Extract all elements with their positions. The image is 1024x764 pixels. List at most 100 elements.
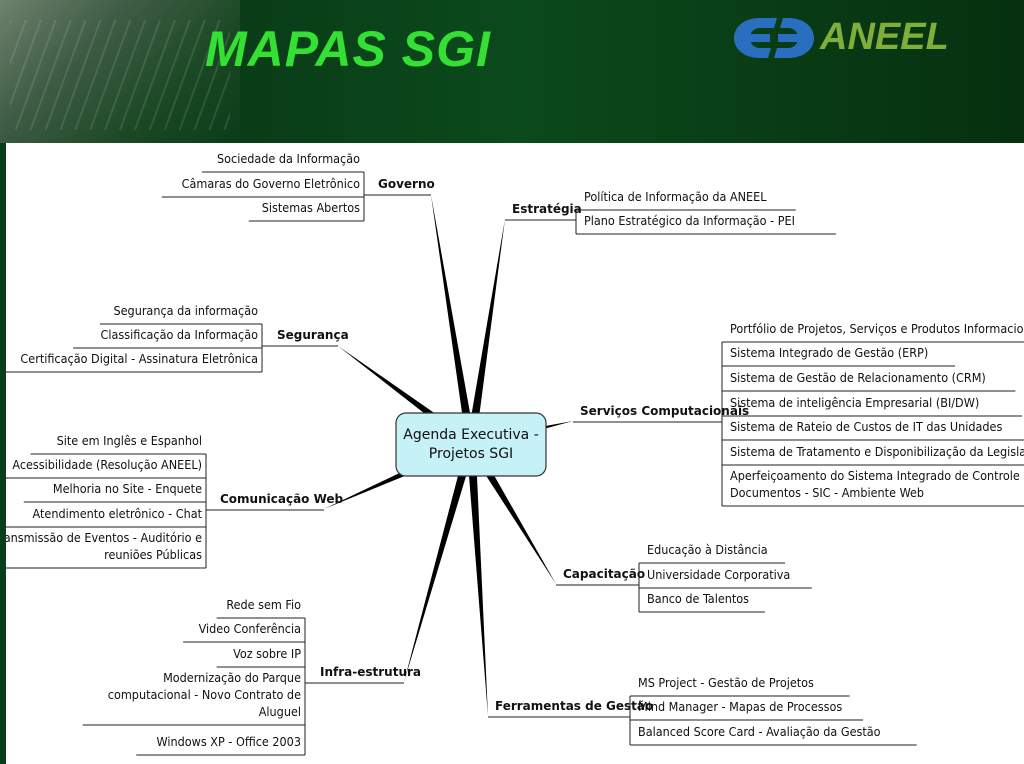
aneel-logo-icon [734,18,814,58]
subtopic-label: Balanced Score Card - Avaliação da Gestã… [638,724,881,739]
mind-map: Agenda Executiva - Projetos SGI Governo Soc… [6,151,1024,756]
subtopic-label: Sistema de Rateio de Custos de IT das Un… [730,419,1002,434]
subtopic-label: Sistema de inteligência Empresarial (BI/… [730,395,979,410]
subtopic-item: Sistema de Gestão de Relacionamento (CRM… [722,370,1016,392]
subtopic-item: Balanced Score Card - Avaliação da Gestã… [630,724,917,746]
slide-title: MAPAS SGI [205,21,491,77]
subtopic-item: Rede sem Fio [216,597,305,619]
branch-label-governo: Governo [378,177,435,191]
subtopic-label: Windows XP - Office 2003 [157,734,301,749]
subtopic-item: Portfólio de Projetos, Serviços e Produt… [722,321,1024,343]
subtopic-label: Plano Estratégico da Informação - PEI [584,213,795,228]
header-decoration [0,0,240,143]
subtopic-item: Câmaras do Governo Eletrônico [161,176,364,198]
subtopic-label: Documentos - SIC - Ambiente Web [730,485,924,500]
spoke-ferramentas [466,443,488,716]
central-topic-box [395,412,547,477]
subtopic-item: Atendimento eletrônico - Chat [6,506,206,528]
subtopic-label: Melhoria no Site - Enquete [53,481,202,496]
central-topic: Agenda Executiva - Projetos SGI [395,412,547,477]
subtopic-label: Voz sobre IP [233,646,301,661]
subtopic-item: Video Conferência [183,621,305,643]
subtopic-label: Modernização do Parque [163,670,301,685]
logo-text: ANEEL [820,16,949,58]
subtopic-item: Voz sobre IP [216,646,305,668]
subtopic-label: Transmissão de Eventos - Auditório e [6,530,202,545]
subtopic-item: Plano Estratégico da Informação - PEI [576,213,836,235]
spoke-governo [431,195,476,445]
subtopic-item: Site em Inglês e Espanhol [30,433,206,455]
branch-label-servicos: Serviços Computacionais [580,404,749,418]
subtopic-item: Transmissão de Eventos - Auditório e reun… [6,530,206,569]
branch-label-capacitacao: Capacitação [563,567,645,581]
slide-header: MAPAS SGI ANEEL [0,0,1024,143]
subtopic-label: Sistema Integrado de Gestão (ERP) [730,345,928,360]
branch-comunicacao: Comunicação Web Site em Inglês e Espanhol… [6,433,344,569]
left-strip [0,143,6,764]
subtopic-item: Aperfeiçoamento do Sistema Integrado de … [722,468,1024,507]
subtopic-item: Sistema de Tratamento e Disponibilização… [722,444,1024,466]
central-topic-label: Agenda Executiva - [403,427,539,443]
subtopic-label: Educação à Distância [647,542,768,557]
subtopic-label: Sistema de Gestão de Relacionamento (CRM… [730,370,986,385]
subtopic-item: Política de Informação da ANEEL [576,189,796,211]
subtopic-item: Sistemas Abertos [248,200,364,222]
subtopic-label: Sistema de Tratamento e Disponibilização… [730,444,1024,459]
subtopic-label: Atendimento eletrônico - Chat [33,506,203,521]
spoke-capacitacao [467,441,556,584]
subtopic-item: Classificação da Informação [73,327,262,349]
branch-label-estrategia: Estratégia [512,202,582,216]
spoke-infra [404,442,476,682]
subtopic-label: Video Conferência [199,621,301,636]
branch-label-infra: Infra-estrutura [320,665,421,679]
subtopic-item: Universidade Corporativa [639,567,812,589]
subtopic-label: Mind Manager - Mapas de Processos [638,699,842,714]
spoke-estrategia [466,219,505,445]
subtopic-item: Sistema de inteligência Empresarial (BI/… [722,395,1023,417]
subtopic-label: reuniões Públicas [104,547,202,562]
aneel-logo: ANEEL [730,12,960,64]
subtopic-label: Site em Inglês e Espanhol [57,433,202,448]
subtopic-item: Sistema de Rateio de Custos de IT das Un… [722,419,1024,441]
subtopic-item: Sistema Integrado de Gestão (ERP) [722,345,956,367]
branch-label-ferramentas: Ferramentas de Gestão [495,699,653,713]
central-topic-label: Projetos SGI [429,446,513,462]
subtopic-label: Banco de Talentos [647,591,749,606]
subtopic-label: Classificação da Informação [101,327,259,342]
subtopic-item: Sociedade da Informação [201,151,364,173]
branch-ferramentas: Ferramentas de Gestão MS Project - Gestão… [488,675,917,746]
subtopic-label: Certificação Digital - Assinatura Eletrô… [20,351,258,366]
subtopic-item: Banco de Talentos [639,591,765,613]
subtopic-item: MS Project - Gestão de Projetos [630,675,850,697]
subtopic-item: Melhoria no Site - Enquete [23,481,206,503]
subtopic-label: Aperfeiçoamento do Sistema Integrado de … [730,468,1024,483]
subtopic-label: Aluguel [259,704,301,719]
subtopic-label: Política de Informação da ANEEL [584,189,767,204]
subtopic-label: computacional - Novo Contrato de [108,687,301,702]
subtopic-item: Certificação Digital - Assinatura Eletrô… [6,351,262,373]
subtopic-item: Mind Manager - Mapas de Processos [630,699,864,721]
subtopic-label: Rede sem Fio [226,597,301,612]
subtopic-item: Segurança da informação [99,303,262,325]
subtopic-item: Windows XP - Office 2003 [136,734,305,756]
branch-seguranca: Segurança Segurança da informaçãoClassifi… [6,303,349,373]
branch-label-comunicacao: Comunicação Web [220,492,344,506]
subtopic-item: Modernização do Parque computacional - No… [82,670,305,726]
branch-label-seguranca: Segurança [277,328,349,342]
subtopic-label: Acessibilidade (Resolução ANEEL) [12,457,202,472]
subtopic-label: Universidade Corporativa [647,567,790,582]
subtopic-label: Câmaras do Governo Eletrônico [182,176,360,191]
mind-map-canvas: Agenda Executiva - Projetos SGI Governo Soc… [6,143,1024,764]
subtopic-item: Acessibilidade (Resolução ANEEL) [6,457,206,479]
subtopic-label: Sociedade da Informação [217,151,360,166]
subtopic-label: Segurança da informação [113,303,258,318]
subtopic-item: Educação à Distância [639,542,785,564]
subtopic-label: Sistemas Abertos [262,200,360,215]
branch-servicos: Serviços Computacionais Portfólio de Proj… [573,321,1024,507]
subtopic-label: MS Project - Gestão de Projetos [638,675,814,690]
subtopic-label: Portfólio de Projetos, Serviços e Produt… [730,321,1024,336]
